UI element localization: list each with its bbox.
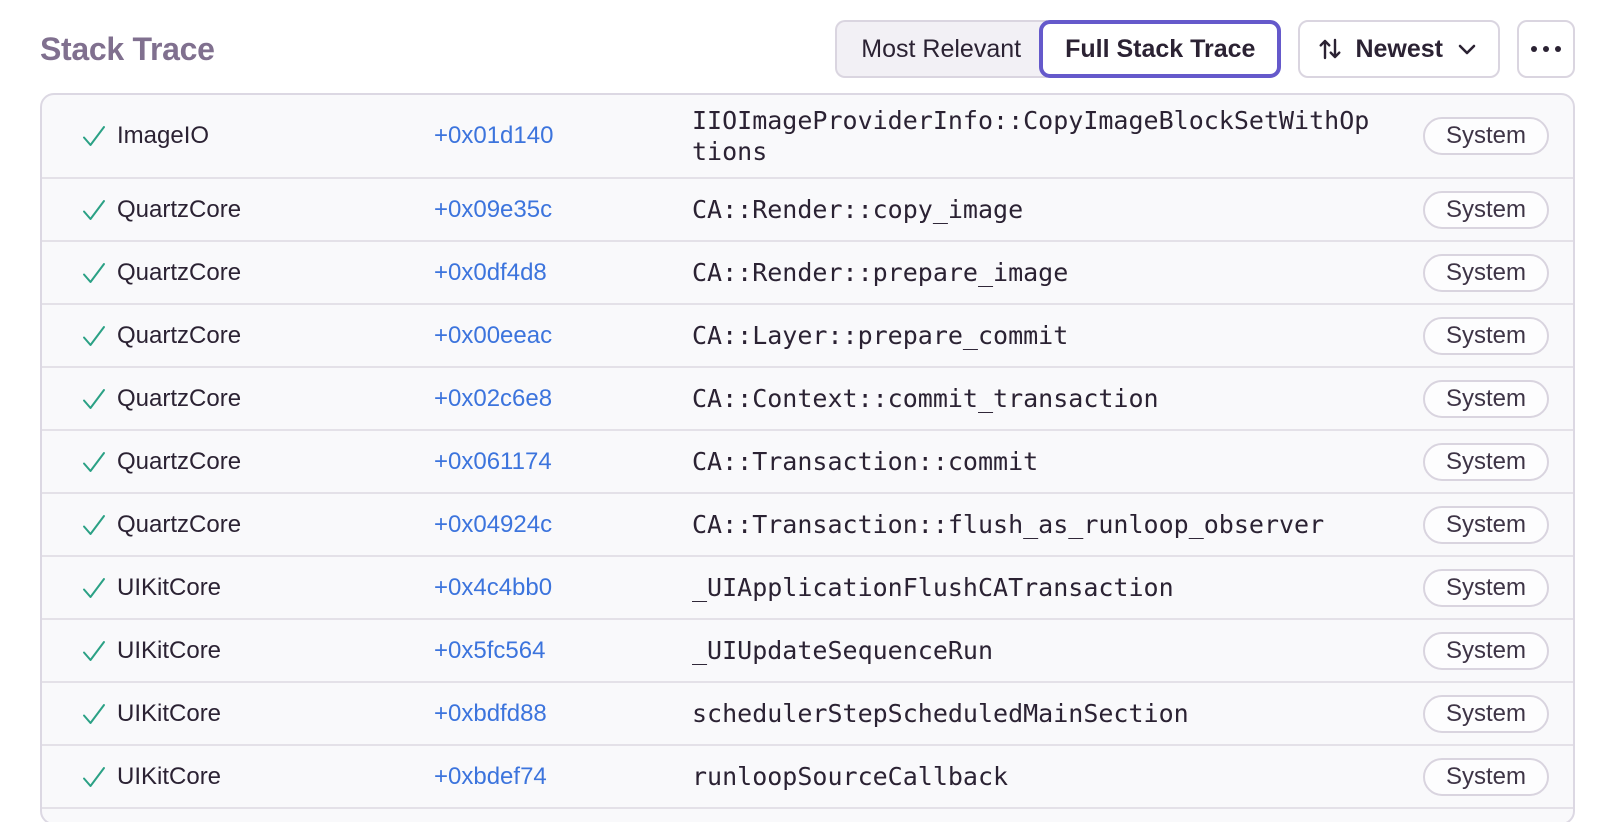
system-badge: System	[1422, 190, 1549, 229]
stack-frame-row[interactable]: UIKitCore +0x4c4bb0 _UIApplicationFlushC…	[42, 555, 1573, 618]
sort-arrows-icon	[1316, 35, 1344, 63]
frame-address-link[interactable]: +0x5fc564	[434, 636, 546, 664]
frame-module: UIKitCore	[117, 699, 222, 727]
system-badge: System	[1422, 379, 1549, 418]
frame-module: QuartzCore	[117, 510, 242, 538]
stack-frame-row[interactable]: ImageIO +0x01d140 IIOImageProviderInfo::…	[42, 95, 1573, 177]
frame-badge-cell: System	[1422, 316, 1549, 355]
frame-function: _UIApplicationFlushCATransaction	[692, 573, 1174, 602]
frame-function: IIOImageProviderInfo::CopyImageBlockSetW…	[692, 106, 1370, 166]
frame-address-link[interactable]: +0x00eeac	[434, 321, 553, 349]
checkmark-icon	[70, 446, 117, 478]
system-badge: System	[1422, 117, 1549, 155]
stack-frame-row[interactable]: QuartzCore +0x0df4d8 CA::Render::prepare…	[42, 240, 1573, 303]
frame-badge-cell: System	[1422, 568, 1549, 607]
frame-badge-cell: System	[1422, 631, 1549, 670]
system-badge: System	[1422, 757, 1549, 796]
frame-badge-cell: System	[1422, 505, 1549, 544]
frame-module: ImageIO	[117, 122, 210, 149]
system-badge: System	[1422, 694, 1549, 733]
checkmark-icon	[70, 194, 117, 226]
stack-frames-table: ImageIO +0x01d140 IIOImageProviderInfo::…	[40, 93, 1575, 822]
frame-function: CA::Transaction::flush_as_runloop_observ…	[692, 510, 1325, 539]
frame-module: UIKitCore	[117, 573, 222, 601]
frame-function: runloopSourceCallback	[692, 762, 1009, 791]
chevron-down-icon	[1454, 36, 1480, 62]
frame-module: QuartzCore	[117, 195, 242, 223]
checkmark-icon	[70, 635, 117, 667]
frame-function: _UIUpdateSequenceRun	[692, 636, 994, 665]
frame-address-link[interactable]: +0x01d140	[434, 122, 554, 149]
frame-address-link[interactable]: +0x02c6e8	[434, 384, 553, 412]
system-badge: System	[1422, 316, 1549, 355]
system-badge: System	[1422, 253, 1549, 292]
system-badge: System	[1422, 631, 1549, 670]
frame-address-link[interactable]: +0x061174	[434, 447, 552, 475]
stack-frame-row[interactable]: QuartzCore +0x04924c CA::Transaction::fl…	[42, 492, 1573, 555]
system-badge: System	[1422, 442, 1549, 481]
frame-function: CA::Transaction::commit	[692, 447, 1039, 476]
page-title: Stack Trace	[40, 30, 215, 67]
frame-module: UIKitCore	[117, 636, 222, 664]
frame-function: CA::Render::copy_image	[692, 195, 1024, 224]
checkmark-icon	[70, 257, 117, 289]
frame-function: schedulerStepScheduledMainSection	[692, 699, 1189, 728]
frame-address-link[interactable]: +0xbdef74	[434, 762, 547, 790]
frame-address-link[interactable]: +0x04924c	[434, 510, 553, 538]
stack-frame-row[interactable]: QuartzCore +0x00eeac CA::Layer::prepare_…	[42, 303, 1573, 366]
stack-frame-row[interactable]: QuartzCore +0x061174 CA::Transaction::co…	[42, 429, 1573, 492]
checkmark-icon	[70, 509, 117, 541]
stack-frame-row[interactable]: QuartzCore +0x02c6e8 CA::Context::commit…	[42, 366, 1573, 429]
checkmark-icon	[70, 698, 117, 730]
frame-badge-cell: System	[1422, 117, 1549, 155]
frame-address-link[interactable]: +0x09e35c	[434, 195, 553, 223]
system-badge: System	[1422, 568, 1549, 607]
stack-frame-row[interactable]: QuartzCore +0x09e35c CA::Render::copy_im…	[42, 177, 1573, 240]
frame-function: CA::Render::prepare_image	[692, 258, 1069, 287]
panel-header: Stack Trace Most Relevant Full Stack Tra…	[0, 0, 1614, 78]
checkmark-icon	[70, 761, 117, 793]
ellipsis-icon	[1529, 44, 1563, 54]
frame-badge-cell: System	[1422, 379, 1549, 418]
frame-module: QuartzCore	[117, 258, 242, 286]
frame-function: CA::Context::commit_transaction	[692, 384, 1159, 413]
frame-module: QuartzCore	[117, 384, 242, 412]
frame-address-link[interactable]: +0x0df4d8	[434, 258, 547, 286]
checkmark-icon	[70, 120, 117, 152]
frame-badge-cell: System	[1422, 694, 1549, 733]
checkmark-icon	[70, 572, 117, 604]
checkmark-icon	[70, 383, 117, 415]
sort-selected-label: Newest	[1355, 34, 1443, 63]
header-controls: Most Relevant Full Stack Trace Newest	[835, 20, 1575, 78]
frame-badge-cell: System	[1422, 757, 1549, 796]
stack-frame-row[interactable]: UIKitCore +0x5fc564 _UIUpdateSequenceRun…	[42, 618, 1573, 681]
sort-button[interactable]: Newest	[1298, 20, 1500, 78]
frame-address-link[interactable]: +0xbdfd88	[434, 699, 547, 727]
view-toggle: Most Relevant Full Stack Trace	[835, 20, 1282, 78]
system-badge: System	[1422, 505, 1549, 544]
most-relevant-button[interactable]: Most Relevant	[835, 20, 1048, 78]
frame-function: CA::Layer::prepare_commit	[692, 321, 1069, 350]
stack-frame-row[interactable]: UIKitCore +0xbdfd88 schedulerStepSchedul…	[42, 681, 1573, 744]
frame-module: UIKitCore	[117, 762, 222, 790]
frame-badge-cell: System	[1422, 190, 1549, 229]
frame-address-link[interactable]: +0x4c4bb0	[434, 573, 553, 601]
stack-frame-row[interactable]: UIKitCore +0xbdef74 runloopSourceCallbac…	[42, 744, 1573, 807]
checkmark-icon	[70, 320, 117, 352]
frame-module: QuartzCore	[117, 447, 242, 475]
frame-badge-cell: System	[1422, 253, 1549, 292]
more-options-button[interactable]	[1517, 20, 1575, 78]
full-stack-trace-button[interactable]: Full Stack Trace	[1039, 20, 1282, 78]
frame-badge-cell: System	[1422, 442, 1549, 481]
frame-module: QuartzCore	[117, 321, 242, 349]
